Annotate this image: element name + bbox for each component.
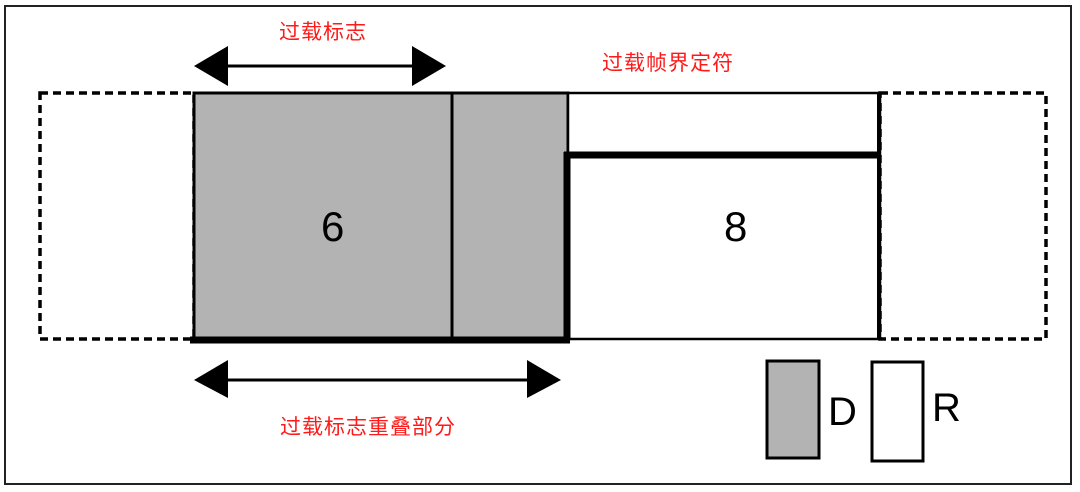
overload-flag-arrow	[194, 46, 446, 86]
overlap-label: 过载标志重叠部分	[280, 415, 456, 439]
flag-bit-count: 6	[321, 203, 345, 250]
delimiter-bit-count: 8	[724, 203, 748, 250]
next-frame-dashed-box	[878, 91, 1048, 341]
legend-recessive-label: R	[932, 386, 961, 430]
overlap-arrow	[194, 360, 561, 398]
previous-frame-dashed-box	[38, 91, 196, 341]
overload-delimiter-label: 过载帧界定符	[602, 51, 734, 75]
diagram-frame	[4, 5, 1072, 485]
legend-recessive-swatch	[870, 360, 925, 463]
overload-flag-label: 过载标志	[279, 20, 367, 44]
delimiter-block	[566, 91, 882, 341]
legend-dominant-swatch	[765, 359, 821, 460]
legend-dominant-label: D	[828, 390, 857, 434]
overlap-flag-block	[450, 91, 570, 341]
